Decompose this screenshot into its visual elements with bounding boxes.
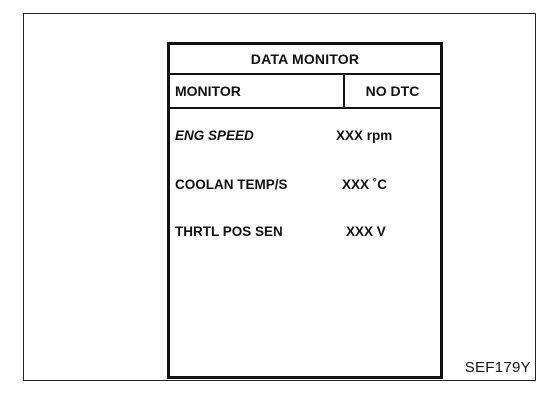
data-row-coolant-temp: COOLAN TEMP/S XXX ˚C	[170, 174, 440, 196]
row-label: ENG SPEED	[175, 128, 254, 143]
figure-frame: DATA MONITOR MONITOR NO DTC ENG SPEED XX…	[23, 13, 536, 381]
monitor-column-header: MONITOR	[170, 75, 345, 107]
data-row-throttle-position: THRTL POS SEN XXX V	[170, 221, 440, 243]
data-monitor-screen: DATA MONITOR MONITOR NO DTC ENG SPEED XX…	[167, 42, 443, 379]
row-value: XXX rpm	[336, 128, 393, 143]
row-label: THRTL POS SEN	[175, 224, 283, 239]
screen-title: DATA MONITOR	[170, 45, 440, 75]
row-value: XXX V	[346, 224, 386, 239]
row-label: COOLAN TEMP/S	[175, 177, 288, 192]
dtc-status: NO DTC	[365, 83, 420, 99]
monitor-header-row: MONITOR NO DTC	[170, 75, 440, 109]
figure-code: SEF179Y	[464, 359, 531, 376]
row-value: XXX ˚C	[342, 177, 388, 192]
data-row-eng-speed: ENG SPEED XXX rpm	[170, 125, 440, 147]
